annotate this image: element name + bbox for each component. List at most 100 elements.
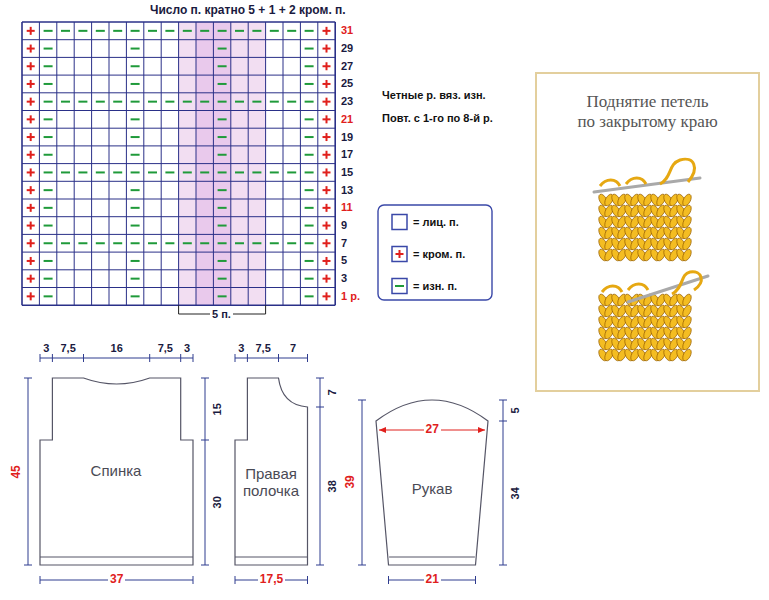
purl-symbol <box>287 30 296 32</box>
dimension-line <box>307 576 308 584</box>
purl-symbol <box>218 189 227 191</box>
purl-symbol <box>287 101 296 103</box>
purl-symbol <box>96 101 105 103</box>
dimension: 34 <box>509 487 522 499</box>
garment-piece: Рукав <box>374 377 490 567</box>
dimension-line <box>247 354 248 362</box>
edge-stitch-symbol <box>30 27 32 35</box>
dimension: 5 <box>509 407 522 413</box>
purl-symbol <box>183 101 192 103</box>
edge-stitch-symbol <box>326 27 328 35</box>
grid-line <box>22 128 335 129</box>
purl-symbol <box>218 83 227 85</box>
grid-line <box>22 163 335 164</box>
knit-stitch <box>681 337 693 351</box>
dimension-line <box>40 576 41 584</box>
knit-stitch <box>681 304 693 318</box>
purl-symbol <box>131 48 140 50</box>
dimension: 7 <box>326 389 339 395</box>
edge-stitch-symbol <box>30 275 32 283</box>
row-number: 31 <box>341 24 353 37</box>
purl-symbol <box>44 65 53 67</box>
grid-line <box>22 287 335 288</box>
dimension-line <box>320 378 321 565</box>
dimension-line <box>235 576 236 584</box>
dimension-line <box>499 400 507 401</box>
purl-symbol <box>305 30 314 32</box>
purl-symbol <box>305 278 314 280</box>
knit-stitch <box>681 204 693 218</box>
edge-stitch-symbol <box>30 222 32 230</box>
edge-stitch-symbol <box>399 250 401 258</box>
knit-stitch <box>681 193 693 207</box>
purl-symbol <box>148 101 157 103</box>
yarn <box>672 272 701 294</box>
knit-stitch <box>681 248 693 262</box>
purl-symbol <box>218 48 227 50</box>
purl-symbol <box>44 242 53 244</box>
note: Четные р. вяз. изн. <box>382 89 486 102</box>
purl-symbol <box>131 101 140 103</box>
purl-symbol <box>218 154 227 156</box>
dimension-line <box>316 565 324 566</box>
dimension-line <box>235 358 308 359</box>
purl-symbol <box>131 154 140 156</box>
purl-symbol <box>235 171 244 173</box>
grid-line <box>22 234 335 235</box>
dimension: 16 <box>111 342 123 355</box>
purl-symbol <box>131 242 140 244</box>
edge-stitch-symbol <box>326 80 328 88</box>
purl-symbol <box>252 242 261 244</box>
purl-symbol <box>148 30 157 32</box>
purl-symbol <box>200 171 209 173</box>
edge-stitch-symbol <box>326 257 328 265</box>
edge-stitch-symbol <box>30 239 32 247</box>
dimension: 17,5 <box>258 573 285 587</box>
dimension: 45 <box>9 465 23 478</box>
purl-symbol <box>218 30 227 32</box>
purl-symbol <box>270 171 279 173</box>
edge-stitch-symbol <box>30 168 32 176</box>
grid-line <box>22 216 335 217</box>
purl-symbol <box>78 30 87 32</box>
dimension-line <box>358 565 366 566</box>
piece-outline <box>40 378 193 565</box>
purl-symbol <box>113 30 122 32</box>
purl-symbol <box>44 83 53 85</box>
purl-symbol <box>305 171 314 173</box>
purl-symbol <box>61 171 70 173</box>
purl-symbol <box>44 260 53 262</box>
row-number: 23 <box>341 95 353 108</box>
purl-symbol <box>218 225 227 227</box>
edge-stitch-symbol <box>326 186 328 194</box>
purl-symbol <box>96 171 105 173</box>
purl-symbol <box>131 65 140 67</box>
row-number: 11 <box>341 201 353 214</box>
grid-line <box>22 21 335 23</box>
edge-stitch-symbol <box>30 98 32 106</box>
purl-symbol <box>183 242 192 244</box>
purl-symbol <box>113 171 122 173</box>
purl-symbol <box>78 242 87 244</box>
purl-symbol <box>305 295 314 297</box>
edge-stitch-symbol <box>326 239 328 247</box>
panel-title: Поднятие петель по закрытому краю <box>577 92 719 132</box>
purl-symbol <box>131 171 140 173</box>
dimension-line <box>316 407 324 408</box>
piece-name: Рукав <box>412 480 453 497</box>
dimension: 7,5 <box>256 342 271 355</box>
purl-symbol <box>44 189 53 191</box>
dimension: 27 <box>424 423 441 437</box>
purl-symbol <box>61 101 70 103</box>
ribbing-line <box>235 557 308 558</box>
edge-stitch-symbol <box>326 204 328 212</box>
legend-text: = кром. п. <box>413 248 465 261</box>
dimension: 7,5 <box>61 342 76 355</box>
row-number: 5 <box>341 254 347 267</box>
purl-symbol <box>148 171 157 173</box>
yarn <box>600 178 646 186</box>
edge-stitch-symbol <box>326 45 328 53</box>
edge-stitch-symbol <box>30 292 32 300</box>
edge-stitch-symbol <box>30 151 32 159</box>
dimension-line <box>358 400 366 401</box>
